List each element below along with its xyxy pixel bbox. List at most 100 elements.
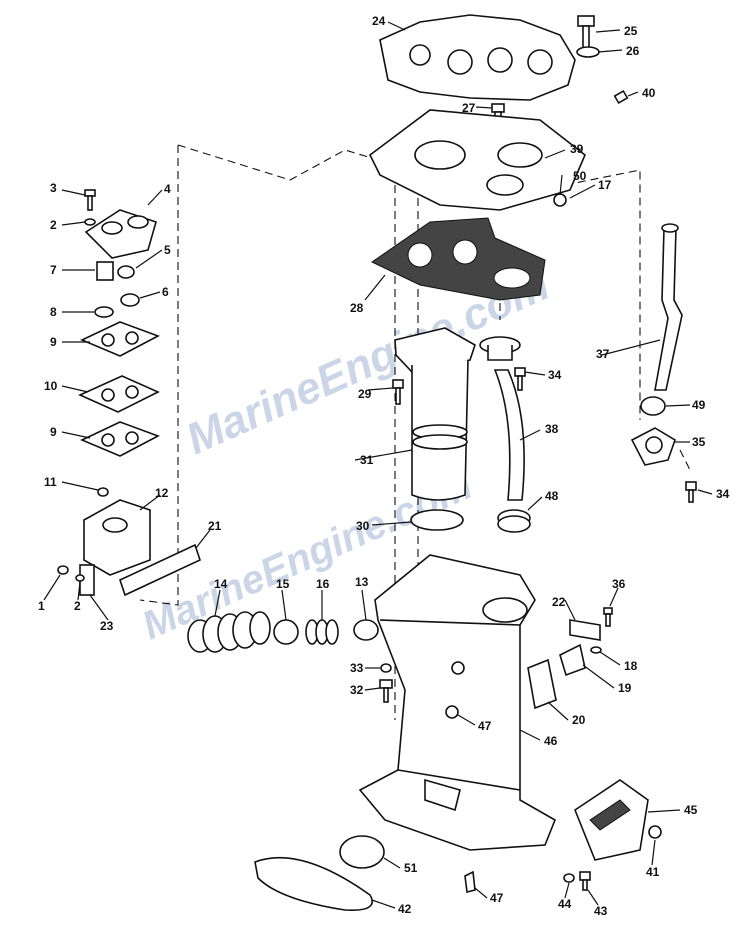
screw-icon-18 xyxy=(590,646,602,654)
exhaust-tube-icon xyxy=(394,327,476,501)
water-tube-icon-38 xyxy=(479,336,525,501)
plate-icon-20 xyxy=(527,658,557,710)
label-36: 36 xyxy=(612,577,626,591)
label-49: 49 xyxy=(692,398,706,412)
label-47a: 47 xyxy=(478,719,492,733)
label-15: 15 xyxy=(276,577,290,591)
label-33: 33 xyxy=(350,661,364,675)
plate-icon-35 xyxy=(630,427,676,466)
screw-icon-36 xyxy=(603,607,613,627)
part-labels: 24 25 26 27 40 39 17 50 28 29 34 38 31 4… xyxy=(38,14,730,918)
adapter-plate-icon xyxy=(368,109,586,211)
label-24: 24 xyxy=(372,14,386,28)
bushing-icon-15 xyxy=(273,619,299,645)
plate-icon-10 xyxy=(78,375,160,413)
label-28: 28 xyxy=(350,301,364,315)
label-17: 17 xyxy=(598,178,612,192)
label-20: 20 xyxy=(572,713,586,727)
label-48: 48 xyxy=(545,489,559,503)
washer-icon-2a xyxy=(84,218,96,226)
bracket-icon-22 xyxy=(569,619,601,641)
label-13: 13 xyxy=(355,575,369,589)
label-29: 29 xyxy=(358,387,372,401)
label-40: 40 xyxy=(642,86,656,100)
label-19: 19 xyxy=(618,681,632,695)
pin-icon-40 xyxy=(613,89,629,105)
bolt-icon-25 xyxy=(577,15,595,49)
plug-icon-51 xyxy=(339,835,385,869)
part-icon-6 xyxy=(120,293,140,307)
spring-icon-5 xyxy=(117,265,135,279)
label-5: 5 xyxy=(164,243,171,257)
label-34b: 34 xyxy=(716,487,730,501)
label-26: 26 xyxy=(626,44,640,58)
cover-icon-4 xyxy=(84,209,157,259)
bracket-icon-19 xyxy=(559,643,586,677)
ring-icon-42 xyxy=(254,856,373,912)
label-1: 1 xyxy=(38,599,45,613)
bolt-icon-34b xyxy=(685,481,697,503)
bolt-icon-32 xyxy=(379,679,393,703)
screw-icon-1 xyxy=(57,565,69,575)
label-30: 30 xyxy=(356,519,370,533)
label-6: 6 xyxy=(162,285,169,299)
label-37: 37 xyxy=(596,347,610,361)
screw-icon-3 xyxy=(84,189,96,211)
washer-icon-41 xyxy=(648,825,662,839)
label-27: 27 xyxy=(462,101,476,115)
label-18: 18 xyxy=(624,659,638,673)
label-23: 23 xyxy=(100,619,114,633)
label-7: 7 xyxy=(50,263,57,277)
label-47b: 47 xyxy=(490,891,504,905)
grommet-icon-49 xyxy=(640,396,666,416)
label-16: 16 xyxy=(316,577,330,591)
part-icon-8 xyxy=(94,306,114,318)
label-43: 43 xyxy=(594,904,608,918)
label-51: 51 xyxy=(404,861,418,875)
label-31: 31 xyxy=(360,453,374,467)
gasket-icon-9a xyxy=(80,321,160,357)
spring-icon-7 xyxy=(96,261,114,281)
label-35: 35 xyxy=(692,435,706,449)
label-32: 32 xyxy=(350,683,364,697)
gasket-icon-21 xyxy=(119,543,201,597)
plate-icon-45 xyxy=(574,779,649,861)
label-39: 39 xyxy=(570,142,584,156)
label-10: 10 xyxy=(44,379,58,393)
label-9a: 9 xyxy=(50,335,57,349)
pump-body-icon-12 xyxy=(83,499,151,576)
bellows-icon xyxy=(187,611,271,653)
leader-lines xyxy=(43,21,713,909)
washer-icon-2b xyxy=(75,574,85,582)
spring-icon-16 xyxy=(305,619,339,645)
bolt-icon-34a xyxy=(514,367,526,391)
gasket-icon-9b xyxy=(80,421,160,457)
label-46: 46 xyxy=(544,734,558,748)
label-25: 25 xyxy=(624,24,638,38)
label-22: 22 xyxy=(552,595,566,609)
label-14: 14 xyxy=(214,577,228,591)
washer-icon-33 xyxy=(380,663,392,673)
label-11: 11 xyxy=(44,475,57,489)
label-2b: 2 xyxy=(74,599,81,613)
water-tube-icon xyxy=(654,223,683,391)
label-38: 38 xyxy=(545,422,559,436)
clamp-icon-13 xyxy=(353,619,379,641)
fitting-icon-47b xyxy=(464,870,476,893)
gasket-top-icon xyxy=(379,14,576,101)
washer-icon-26 xyxy=(576,46,600,58)
driveshaft-housing-icon xyxy=(358,554,557,851)
label-34a: 34 xyxy=(548,368,562,382)
label-45: 45 xyxy=(684,803,698,817)
bolt-icon-43 xyxy=(579,871,591,891)
label-8: 8 xyxy=(50,305,57,319)
label-50: 50 xyxy=(573,169,587,183)
label-44: 44 xyxy=(558,897,572,911)
label-41: 41 xyxy=(646,865,660,879)
label-4: 4 xyxy=(164,182,171,196)
label-12: 12 xyxy=(155,486,169,500)
label-2a: 2 xyxy=(50,218,57,232)
label-21: 21 xyxy=(208,519,222,533)
